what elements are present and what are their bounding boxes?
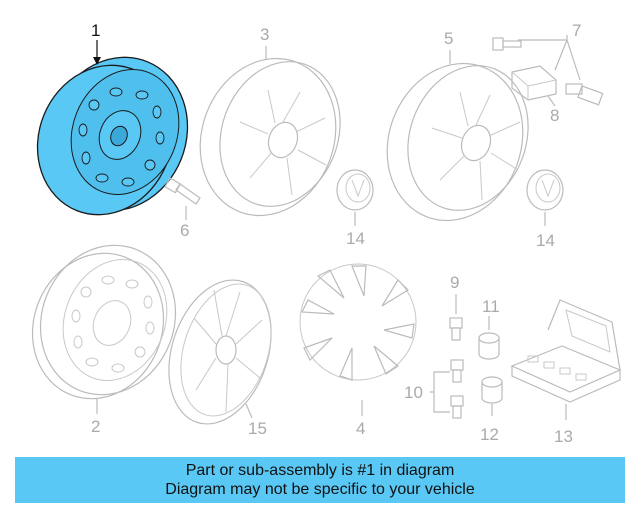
- leader-line-7: [518, 35, 581, 81]
- part-2-steel-wheel[interactable]: [11, 225, 198, 419]
- part-14-center-cap-b[interactable]: [526, 169, 564, 211]
- part-9-bolt[interactable]: [449, 317, 463, 341]
- callout-5[interactable]: 5: [444, 29, 453, 48]
- part-6-valve-stem[interactable]: [164, 177, 201, 205]
- callout-12[interactable]: 12: [480, 425, 499, 444]
- callout-4[interactable]: 4: [356, 419, 365, 438]
- part-11-lug-nut[interactable]: [478, 332, 500, 360]
- part-13-lock-bolt-kit[interactable]: [510, 299, 622, 403]
- callout-15[interactable]: 15: [248, 419, 267, 438]
- part-15-wheel-cover[interactable]: [151, 267, 288, 437]
- part-10-bolt-lower[interactable]: [450, 395, 464, 419]
- part-12-lug-nut[interactable]: [481, 376, 503, 404]
- callout-3[interactable]: 3: [260, 25, 269, 44]
- part-1-steel-wheel[interactable]: [15, 36, 210, 235]
- leader-arrow-1: [93, 57, 101, 65]
- callout-13[interactable]: 13: [554, 427, 573, 446]
- part-7-valve-stem[interactable]: [565, 83, 604, 106]
- callout-11[interactable]: 11: [482, 297, 500, 316]
- callout-10[interactable]: 10: [404, 383, 423, 402]
- callout-7[interactable]: 7: [572, 21, 581, 40]
- part-5-alloy-wheel[interactable]: [366, 44, 548, 239]
- part-14-center-cap-a[interactable]: [336, 169, 374, 211]
- leader-line-10: [430, 371, 450, 413]
- part-3-alloy-wheel[interactable]: [179, 39, 360, 234]
- callout-8[interactable]: 8: [550, 106, 559, 125]
- part-7-valve-bolt[interactable]: [492, 37, 522, 51]
- part-10-bolt-upper[interactable]: [450, 359, 464, 383]
- parts-diagram: 1 3 5 7 8 6: [11, 21, 622, 446]
- info-banner: Part or sub-assembly is #1 in diagram Di…: [15, 457, 625, 503]
- callout-1[interactable]: 1: [91, 21, 100, 40]
- callout-9[interactable]: 9: [450, 273, 459, 292]
- banner-line-2: Diagram may not be specific to your vehi…: [165, 481, 475, 498]
- callout-2[interactable]: 2: [91, 417, 100, 436]
- part-8-tpms-sensor[interactable]: [511, 65, 557, 101]
- callout-14-a[interactable]: 14: [346, 229, 365, 248]
- part-4-wheel-trim[interactable]: [299, 263, 417, 381]
- callout-14-b[interactable]: 14: [536, 231, 555, 250]
- callout-6[interactable]: 6: [180, 221, 189, 240]
- banner-line-1: Part or sub-assembly is #1 in diagram: [185, 462, 455, 479]
